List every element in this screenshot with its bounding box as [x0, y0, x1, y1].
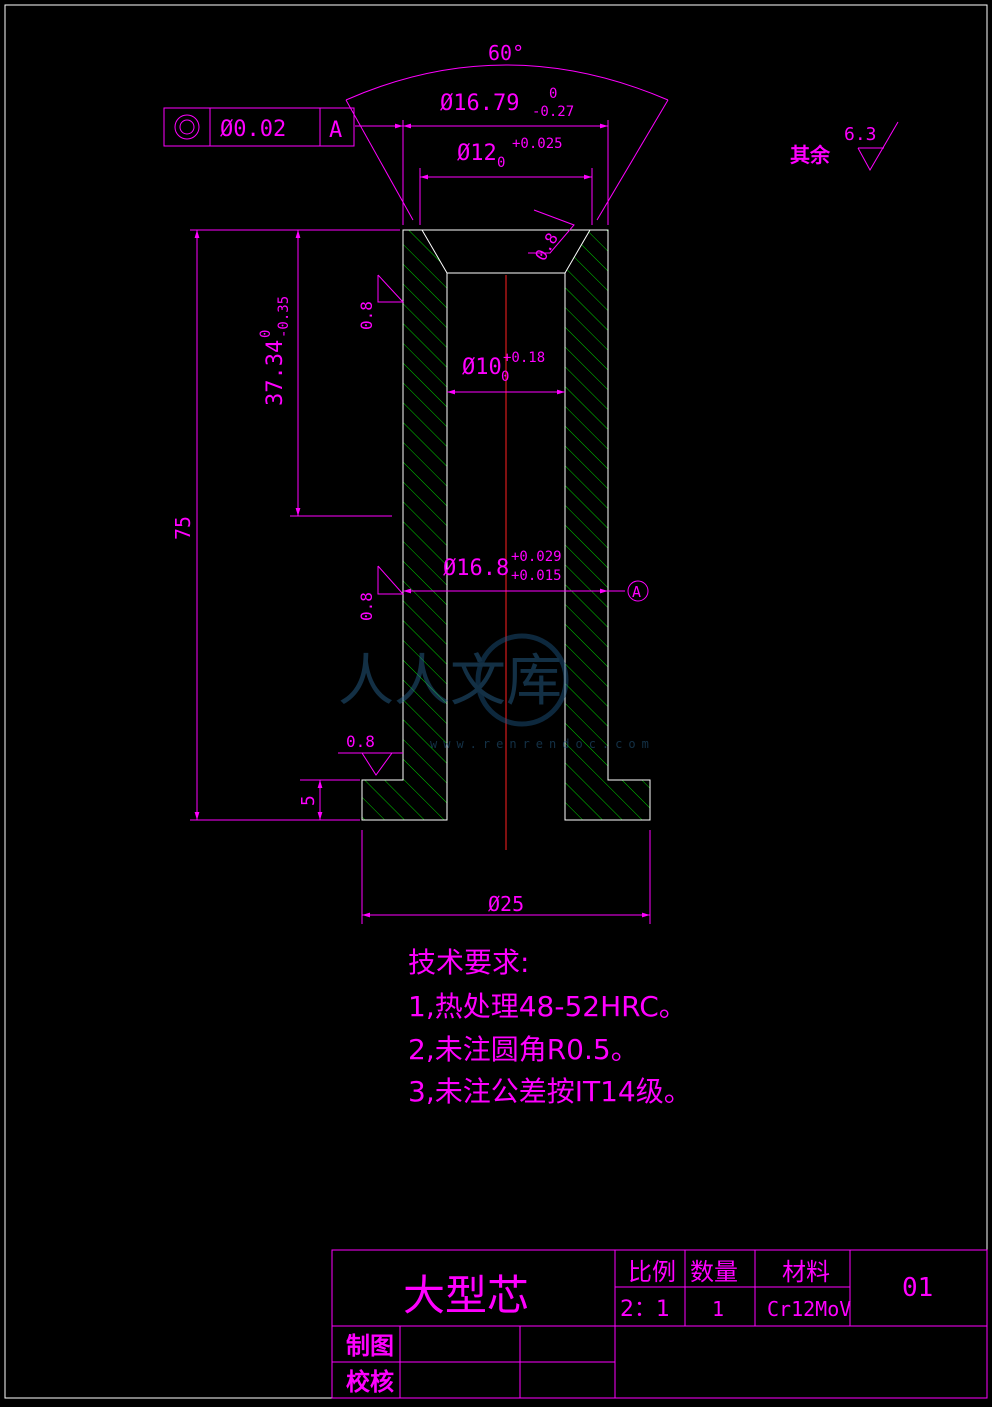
- dim-d10-lower: 0: [501, 369, 509, 385]
- material-header: 材料: [782, 1258, 830, 1286]
- tolerance-value: Ø0.02: [220, 117, 286, 142]
- datum-letter: A: [632, 583, 641, 601]
- requirement-item-3: 3,未注公差按IT14级。: [408, 1075, 692, 1108]
- finish-value-wall-2: 0.8: [357, 592, 376, 621]
- dim-h3734-lower: -0.35: [276, 296, 292, 338]
- angle-arc: [345, 64, 669, 101]
- title-block: [331, 1249, 988, 1399]
- technical-requirements: 技术要求: 1,热处理48-52HRC。 2,未注圆角R0.5。 3,未注公差按…: [408, 946, 692, 1108]
- requirement-item-2: 2,未注圆角R0.5。: [408, 1033, 639, 1066]
- dim-h75: 75: [171, 516, 195, 540]
- surface-finish-top: 0.8: [528, 209, 575, 264]
- dim-d10-upper: +0.18: [503, 350, 545, 366]
- part-section: [361, 229, 651, 821]
- dim-d168: Ø16.8: [443, 556, 509, 581]
- scale-header: 比例: [628, 1258, 676, 1286]
- dim-d10: Ø10: [462, 355, 502, 380]
- qty-value: 1: [712, 1297, 724, 1321]
- surface-finish-wall-2: 0.8: [357, 565, 405, 621]
- rest-value: 6.3: [844, 124, 877, 145]
- drawn-by-label: 制图: [346, 1332, 394, 1360]
- angle-label: 60°: [488, 41, 524, 65]
- dim-d12-upper: +0.025: [512, 136, 563, 152]
- material-value: Cr12MoV: [767, 1297, 851, 1321]
- dimensions: [190, 64, 669, 924]
- concentricity-icon: [174, 114, 200, 140]
- surface-finish-shoulder: 0.8: [338, 732, 403, 776]
- dim-d12: Ø12: [457, 141, 497, 166]
- finish-value-top: 0.8: [531, 229, 562, 264]
- requirements-title: 技术要求:: [408, 946, 529, 979]
- requirement-item-1: 1,热处理48-52HRC。: [408, 990, 687, 1023]
- part-name: 大型芯: [403, 1271, 529, 1320]
- roughness-icon: [377, 274, 405, 303]
- watermark: 人人文库 www.renrendoc.com: [338, 633, 655, 751]
- dim-d168-upper: +0.029: [511, 549, 562, 565]
- roughness-icon: [857, 121, 899, 172]
- roughness-icon: [377, 565, 405, 595]
- qty-header: 数量: [690, 1258, 738, 1286]
- dim-h3734-upper: 0: [258, 330, 274, 338]
- dim-d168-lower: +0.015: [511, 568, 562, 584]
- drawing-number: 01: [902, 1273, 933, 1303]
- dim-d25: Ø25: [488, 892, 524, 916]
- surface-finish-wall-1: 0.8: [357, 274, 405, 330]
- dim-h3734: 37.34: [263, 340, 288, 406]
- checked-by-label: 校核: [346, 1368, 394, 1396]
- dim-h5: 5: [298, 795, 319, 806]
- dim-d1679-upper: 0: [549, 86, 557, 102]
- dim-d1679: Ø16.79: [440, 91, 519, 116]
- watermark-logo-icon: [475, 633, 569, 727]
- scale-value: 2：1: [620, 1297, 670, 1322]
- dim-d12-lower: 0: [497, 155, 505, 171]
- tolerance-frame: Ø0.02 A: [163, 107, 355, 147]
- finish-value-shoulder: 0.8: [346, 732, 375, 751]
- datum-symbol: A: [627, 580, 649, 602]
- tolerance-datum: A: [329, 118, 342, 143]
- dim-d1679-lower: -0.27: [532, 104, 574, 120]
- roughness-icon: [361, 752, 393, 776]
- surface-finish-rest: 其余 6.3: [790, 121, 899, 172]
- watermark-url: www.renrendoc.com: [430, 737, 655, 751]
- roughness-icon: [528, 209, 575, 254]
- watermark-text: 人人文库: [338, 649, 562, 714]
- rest-label: 其余: [790, 143, 831, 167]
- finish-value-wall-1: 0.8: [357, 301, 376, 330]
